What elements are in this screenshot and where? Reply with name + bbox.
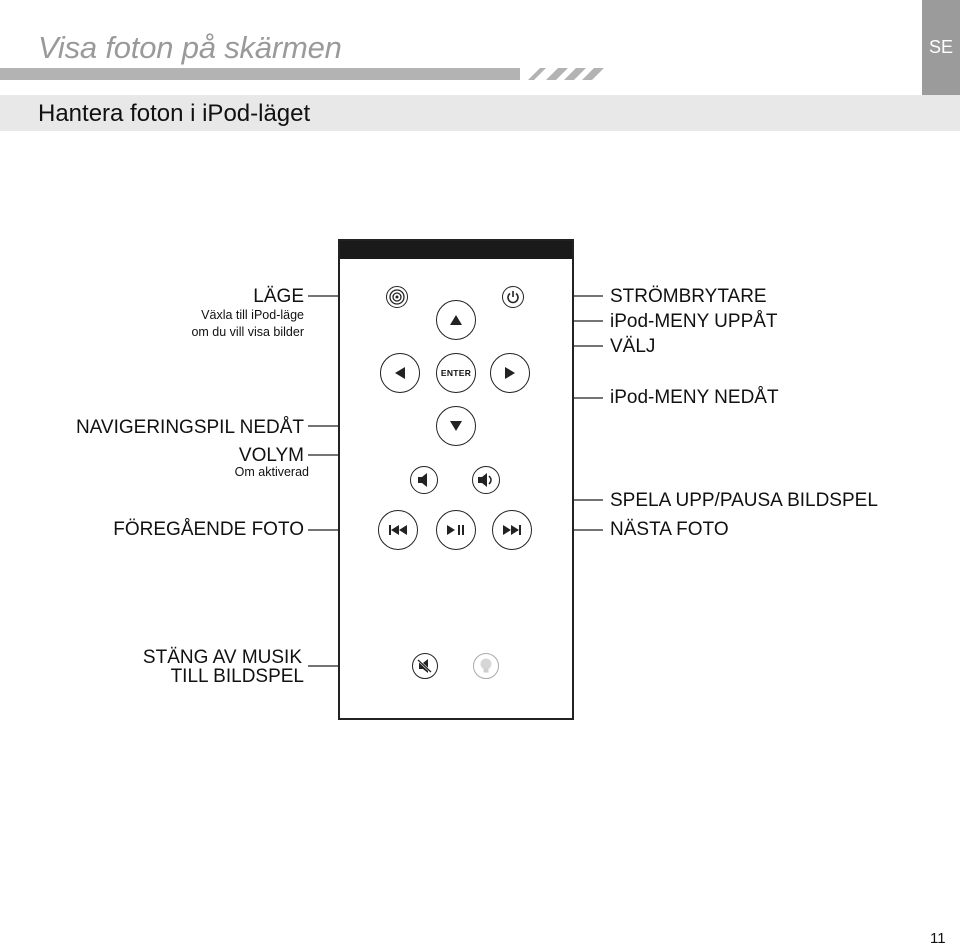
volume-down-icon <box>418 473 427 487</box>
label-volume-desc: Om aktiverad <box>234 465 309 479</box>
nav-left-button[interactable] <box>380 353 420 393</box>
nav-right-button[interactable] <box>490 353 530 393</box>
enter-button[interactable]: ENTER <box>436 353 476 393</box>
mute-button[interactable] <box>412 653 438 679</box>
enter-label: ENTER <box>440 368 472 378</box>
decorative-stripes <box>520 68 604 80</box>
menu-up-button[interactable] <box>436 300 476 340</box>
label-nav-down: NAVIGERINGSPIL NEDÅT <box>75 417 304 438</box>
volume-up-button[interactable] <box>472 466 500 494</box>
label-play-pause: SPELA UPP/PAUSA BILDSPEL <box>610 490 878 511</box>
label-mode: LÄGE <box>253 286 304 307</box>
power-icon <box>507 291 519 304</box>
arrow-left-icon <box>395 367 405 379</box>
arrow-down-icon <box>450 421 462 431</box>
mode-button[interactable] <box>386 286 408 308</box>
menu-down-button[interactable] <box>436 406 476 446</box>
arrow-right-icon <box>505 367 515 379</box>
label-menu-up: iPod-MENY UPPÅT <box>610 311 778 332</box>
label-previous-photo: FÖREGÅENDE FOTO <box>113 519 304 540</box>
mode-icon <box>389 289 405 305</box>
label-mute-1: STÄNG AV MUSIK <box>142 647 302 668</box>
remote-top-bar <box>340 241 572 259</box>
arrow-up-icon <box>450 315 462 325</box>
header-rule <box>0 68 520 80</box>
label-mode-desc-2: om du vill visa bilder <box>191 325 304 339</box>
previous-photo-button[interactable] <box>378 510 418 550</box>
page-title: Visa foton på skärmen <box>38 30 342 65</box>
label-mute-2: TILL BILDSPEL <box>170 666 304 687</box>
next-track-icon <box>503 525 521 535</box>
mute-icon <box>417 659 432 673</box>
play-pause-button[interactable] <box>436 510 476 550</box>
next-photo-button[interactable] <box>492 510 532 550</box>
play-pause-icon <box>447 525 464 535</box>
power-button[interactable] <box>502 286 524 308</box>
label-volume: VOLYM <box>238 445 304 466</box>
volume-up-icon <box>478 473 492 487</box>
label-mode-desc-1: Växla till iPod-läge <box>201 308 304 322</box>
light-bulb-icon <box>480 658 492 673</box>
label-menu-down: iPod-MENY NEDÅT <box>610 387 779 408</box>
label-next-photo: NÄSTA FOTO <box>610 519 729 540</box>
language-tab: SE <box>922 0 960 95</box>
light-button[interactable] <box>473 653 499 679</box>
label-select: VÄLJ <box>610 336 656 357</box>
label-power: STRÖMBRYTARE <box>610 286 767 307</box>
volume-down-button[interactable] <box>410 466 438 494</box>
section-subtitle: Hantera foton i iPod-läget <box>38 100 311 127</box>
page-number: 11 <box>930 930 946 947</box>
previous-track-icon <box>389 525 407 535</box>
subtitle-bar <box>0 95 960 131</box>
